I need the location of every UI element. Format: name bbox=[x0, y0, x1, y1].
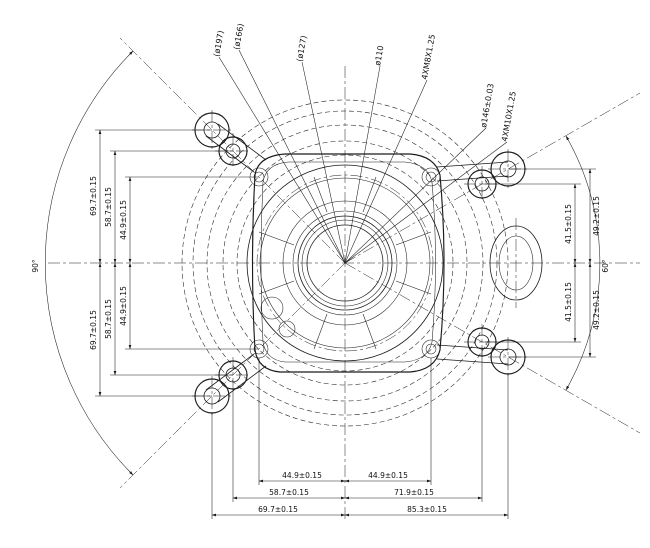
dim-right-3: 41.5±0.15 bbox=[564, 282, 573, 322]
callout-m8-thread: 4XM8X1.25 bbox=[420, 34, 437, 81]
dim-bottom-2: 44.9±0.15 bbox=[368, 471, 408, 480]
construction-circles bbox=[181, 99, 509, 427]
dim-left-5: 58.7±0.15 bbox=[104, 299, 113, 339]
angle-arc-90 bbox=[45, 50, 134, 476]
extension-lines bbox=[95, 129, 596, 519]
circle-197 bbox=[246, 164, 444, 362]
angle-arc-60 bbox=[565, 135, 601, 391]
dimension-lines bbox=[45, 50, 601, 517]
bore-circles bbox=[246, 164, 444, 362]
dim-angle-90: 90° bbox=[31, 259, 40, 273]
callout-dia110: ø110 bbox=[373, 45, 385, 66]
dim-right-1: 49.2±0.15 bbox=[592, 196, 601, 236]
dim-angle-60: 60° bbox=[601, 259, 610, 273]
callout-dia127: (ø127) bbox=[295, 35, 308, 63]
dim-right-2: 41.5±0.15 bbox=[564, 204, 573, 244]
callout-dia146: ø146±0.03 bbox=[479, 83, 496, 129]
dim-left-2: 58.7±0.15 bbox=[104, 187, 113, 227]
callout-dia197: (ø197) bbox=[212, 30, 225, 58]
dim-left-1: 69.7±0.15 bbox=[89, 176, 98, 216]
circle-166 bbox=[259, 177, 431, 349]
dim-bottom-1: 44.9±0.15 bbox=[282, 471, 322, 480]
callout-dia166: (ø166) bbox=[232, 23, 245, 51]
leader-lines bbox=[218, 49, 508, 264]
center-lines bbox=[48, 37, 641, 520]
dim-bottom-5: 69.7±0.15 bbox=[258, 505, 298, 514]
cover-ribs bbox=[258, 176, 432, 350]
bolt-bosses bbox=[192, 110, 528, 416]
dim-bottom-4: 71.9±0.15 bbox=[394, 488, 434, 497]
dimension-labels: 69.7±0.15 58.7±0.15 44.9±0.15 44.9±0.15 … bbox=[31, 176, 610, 514]
side-chamber bbox=[489, 218, 543, 308]
bolt-circle-146 bbox=[256, 174, 434, 352]
dim-bottom-6: 85.3±0.15 bbox=[407, 505, 447, 514]
dim-bottom-3: 58.7±0.15 bbox=[269, 488, 309, 497]
dim-left-4: 44.9±0.15 bbox=[119, 286, 128, 326]
drain-bosses bbox=[260, 296, 296, 338]
circle-127 bbox=[282, 200, 408, 326]
callout-m10-thread: 4XM10X1.25 bbox=[500, 91, 518, 143]
dim-right-4: 49.2±0.15 bbox=[592, 290, 601, 330]
callout-labels: (ø197) (ø166) (ø127) ø110 4XM8X1.25 ø146… bbox=[212, 23, 518, 143]
dim-left-6: 69.7±0.15 bbox=[89, 310, 98, 350]
dim-left-3: 44.9±0.15 bbox=[119, 200, 128, 240]
